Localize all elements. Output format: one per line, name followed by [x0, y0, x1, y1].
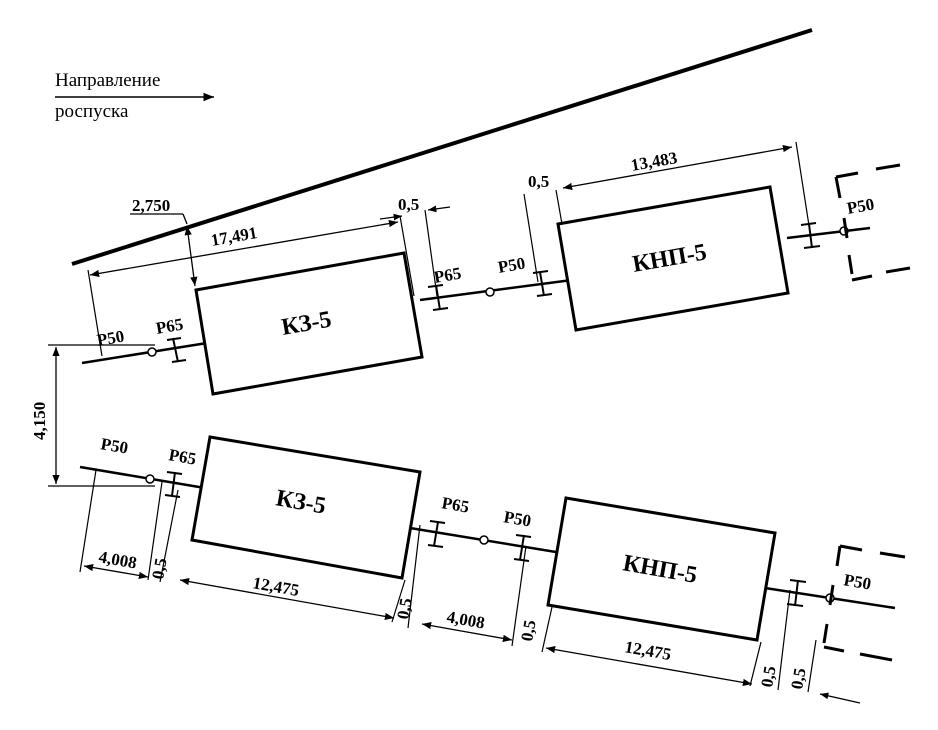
dim-05-lower-a-label: 0,5: [148, 556, 170, 580]
lower-left-p50-label: Р50: [99, 434, 129, 457]
direction-label: Направление роспуска: [55, 70, 214, 122]
dim-05-upper-a-ext: [424, 209, 438, 297]
direction-label-line1: Направление: [55, 70, 160, 91]
lower-dim-extension-lines: [79, 469, 817, 693]
upper-mid-p65-label: Р65: [432, 263, 462, 286]
dim-12475-a-line: [179, 578, 395, 620]
dim-4008-a-line: [83, 563, 149, 580]
lower-left-p65-label: Р65: [167, 445, 197, 468]
dim-17491-line: [89, 219, 399, 278]
upper-next-block-dashed: [834, 163, 911, 282]
dim-05-lower-b-label: 0,5: [393, 596, 415, 620]
dim-13483-ext-right: [795, 141, 811, 233]
upper-left-p50-label: Р50: [95, 326, 125, 349]
dim-13483-label: 13,483: [629, 148, 678, 175]
dim-2750-label: 2,750: [132, 196, 170, 215]
direction-label-line2: роспуска: [55, 101, 129, 122]
lower-rail-left: [79, 465, 206, 490]
lower-next-block-dashed: [822, 544, 906, 662]
upper-joint-left: [147, 347, 157, 357]
dim-05-upper-b-ext-b: [555, 189, 563, 225]
dim-12475-b-label: 12,475: [623, 637, 672, 664]
dim-05-upper-a-label: 0,5: [398, 195, 419, 214]
dim-05-lower-e-label: 0,5: [787, 666, 809, 690]
upper-joint-mid: [485, 287, 495, 297]
dim-4008-b-line: [421, 622, 513, 642]
dim-17491-ext-right: [399, 215, 415, 297]
lower-mid-p50-label: Р50: [502, 507, 532, 530]
upper-right-p50-label: Р50: [845, 194, 875, 217]
dim-12475-b-line: [545, 645, 753, 687]
upper-rail-mid: [419, 278, 573, 302]
upper-mid-p50-label: Р50: [496, 253, 526, 276]
upper-knp5-block: [556, 185, 790, 332]
lower-joint-mid: [479, 535, 489, 545]
dim-05-upper-b-label: 0,5: [528, 172, 549, 191]
dim-4150-label: 4,150: [30, 402, 49, 440]
upper-rail-left: [81, 341, 208, 365]
dim-17491-label: 17,491: [209, 223, 258, 250]
lower-kz5-block: [190, 435, 422, 580]
dim-05-upper-b-ext-a: [523, 193, 539, 283]
dim-17491-ext-left: [87, 269, 103, 357]
dim-05-lower-d-label: 0,5: [757, 664, 779, 688]
upper-track: КЗ-5 КНП-5 Р50 Р65 Р65 Р50 Р50 2,750 17,…: [81, 141, 911, 396]
lower-right-p50-label: Р50: [842, 570, 872, 593]
dim-2750-line: [184, 225, 198, 287]
lower-mid-p65-label: Р65: [440, 493, 470, 516]
lower-track: КЗ-5 КНП-5 Р50 Р65 Р65 Р50 Р50: [79, 434, 906, 704]
lower-joint-left: [145, 474, 155, 484]
upper-rail-right: [786, 226, 871, 240]
dim-12475-a-label: 12,475: [251, 573, 300, 600]
dim-13483-line: [562, 145, 793, 190]
upper-left-p65-label: Р65: [154, 314, 184, 337]
track-spacing-dimension: 4,150: [30, 344, 155, 487]
lower-knp5-block: [546, 496, 777, 642]
lower-insulating-joints: [164, 471, 807, 607]
dim-05-lower-c-label: 0,5: [517, 618, 539, 642]
